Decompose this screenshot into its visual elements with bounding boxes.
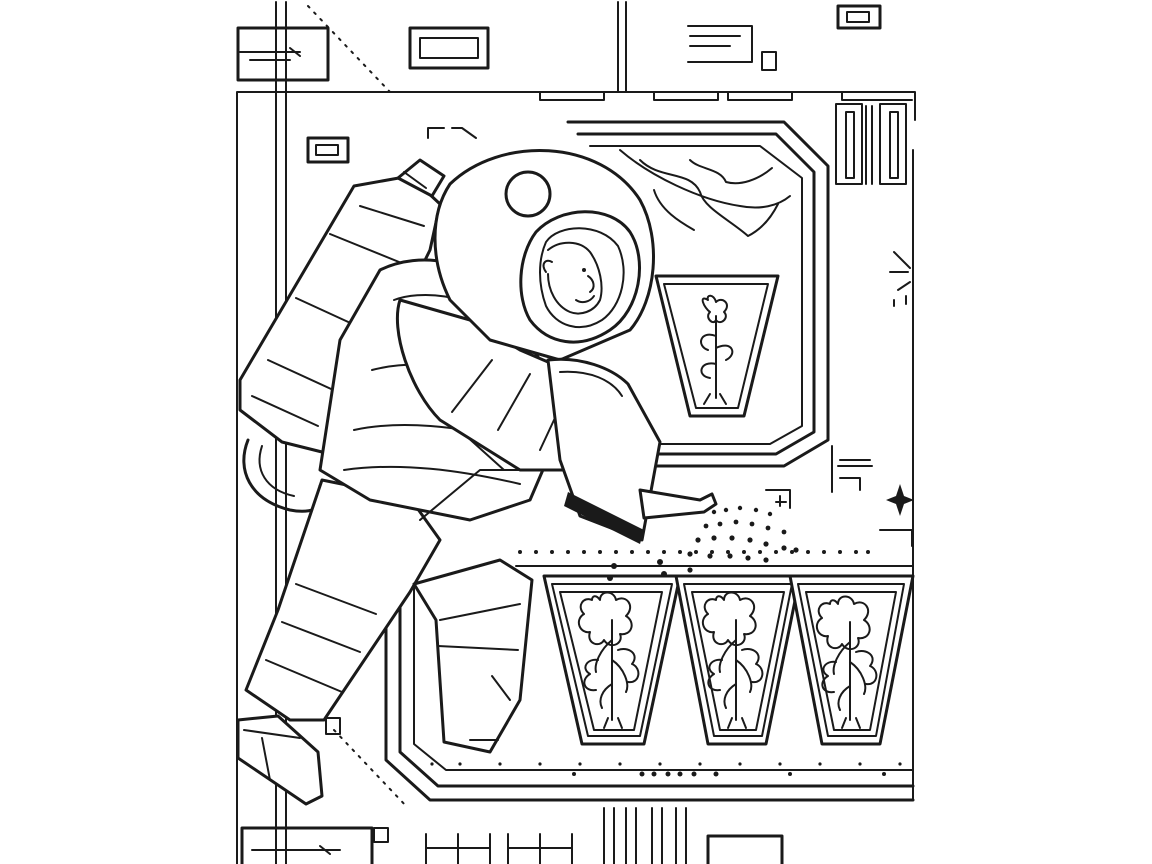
sparkle-icon	[886, 484, 914, 516]
astronaut-face	[542, 241, 603, 315]
window-pot	[654, 274, 780, 418]
earth-icon	[619, 149, 791, 237]
planter-pot-1	[542, 574, 682, 746]
lettuce-plant-icon	[577, 591, 640, 729]
plant-pot	[700, 294, 734, 405]
lettuce-plant-icon	[701, 591, 764, 729]
helmet-icon	[433, 149, 655, 362]
water-droplets-icon	[607, 505, 799, 581]
water-droplet-line	[518, 550, 870, 554]
earth-window	[566, 120, 830, 468]
bottom-dot-line	[430, 762, 902, 777]
planter-pot-3	[788, 574, 915, 746]
watering-can-icon	[546, 357, 718, 544]
planter-tray	[384, 524, 915, 802]
astronaut-legs	[236, 478, 534, 806]
lettuce-plant-icon	[815, 595, 878, 729]
planter-pot-2	[674, 574, 802, 746]
